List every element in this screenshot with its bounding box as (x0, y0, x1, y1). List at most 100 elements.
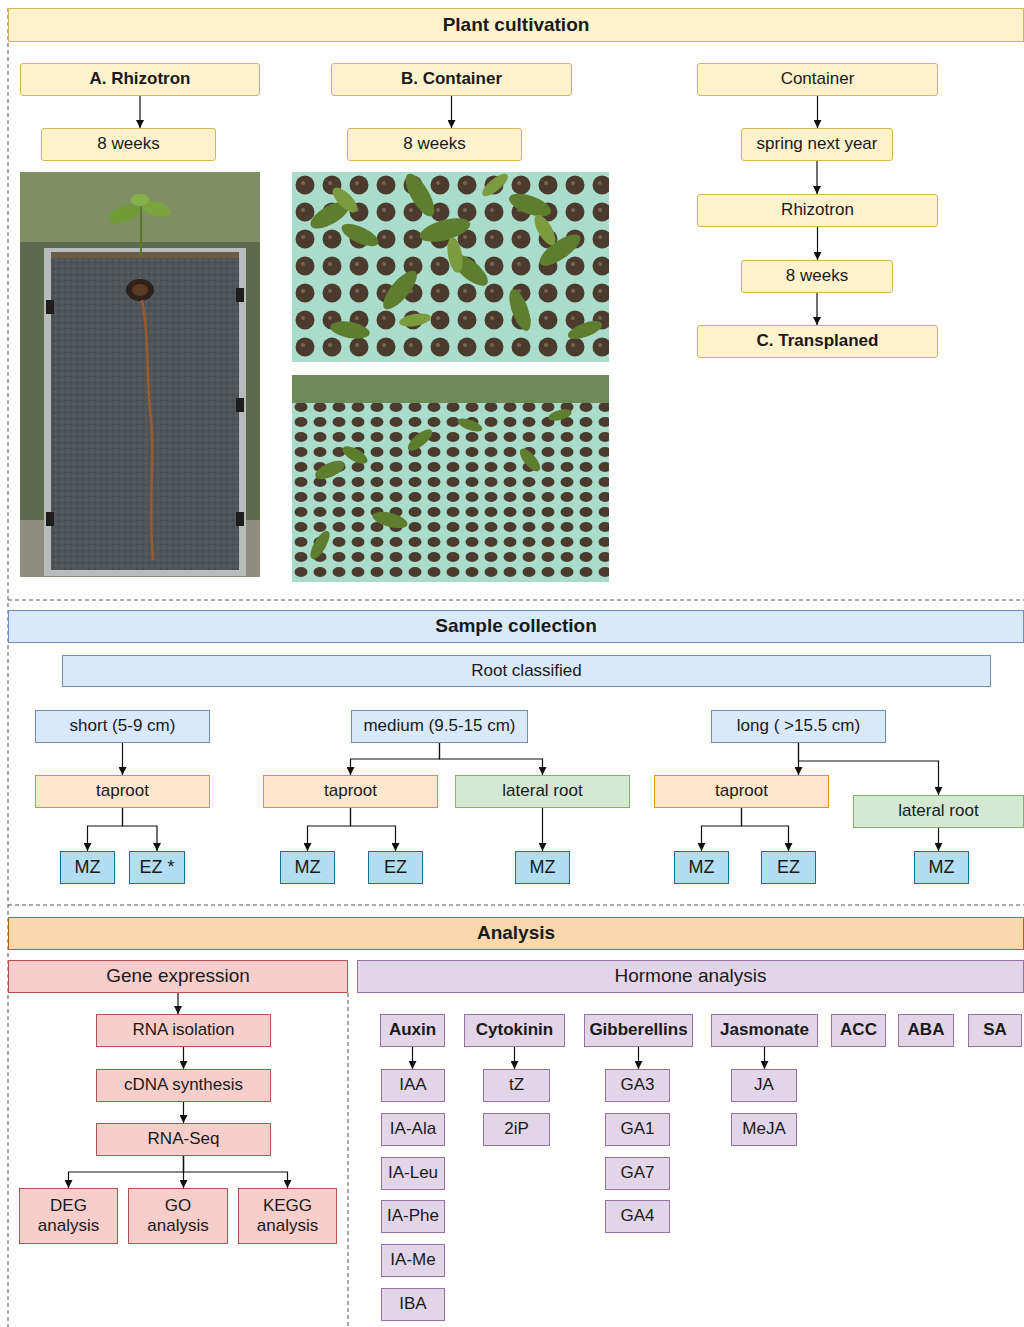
clamp (236, 512, 244, 526)
arrow-connector (177, 993, 178, 1014)
arrow-connector (742, 808, 789, 851)
class-box: medium (9.5-15 cm) (351, 710, 528, 743)
grass-background (292, 375, 609, 403)
box-label: lateral root (898, 801, 978, 821)
hormone-box: IA-Ala (381, 1113, 445, 1146)
box-label: taproot (324, 781, 377, 801)
leaf (131, 194, 149, 206)
box-label: lateral root (502, 781, 582, 801)
hormone-box: GA7 (605, 1157, 670, 1190)
box-label: Hormone analysis (614, 965, 766, 988)
box-label: 2iP (504, 1119, 529, 1139)
box-label: GA3 (620, 1075, 654, 1095)
section-border (8, 905, 1024, 906)
root-box: taproot (654, 775, 829, 808)
box-label: Gibberellins (589, 1020, 687, 1040)
box-label: tZ (509, 1075, 524, 1095)
hormone-box: IBA (381, 1288, 445, 1321)
box-label: EZ * (139, 857, 174, 879)
panel-header: Hormone analysis (357, 960, 1024, 993)
box-label: cDNA synthesis (124, 1075, 243, 1095)
hormone-class: Cytokinin (464, 1014, 565, 1047)
seedling-leaves (306, 170, 604, 343)
hormone-class: Jasmonate (711, 1014, 818, 1047)
leaf (445, 236, 465, 274)
box-label: ABA (908, 1020, 945, 1040)
box-label: Plant cultivation (443, 14, 590, 37)
leaf (516, 445, 543, 474)
clamp (236, 288, 244, 302)
leaf (378, 266, 423, 314)
hormone-box: tZ (483, 1069, 550, 1102)
leaf (530, 212, 559, 248)
box-label: SA (983, 1020, 1007, 1040)
leaf (340, 443, 370, 467)
process-box: spring next year (741, 128, 893, 161)
container-field-photo (292, 375, 609, 582)
arrow-connector (139, 96, 140, 128)
leaf (456, 416, 484, 434)
tray-cells (292, 403, 609, 582)
acorn (132, 284, 148, 296)
zone-box: MZ (60, 851, 115, 884)
box-label: MZ (689, 857, 715, 879)
arrow-connector (69, 1156, 184, 1188)
box-label: IA-Me (390, 1250, 435, 1270)
arrow-connector (638, 1047, 639, 1069)
box-label: long ( >15.5 cm) (737, 716, 860, 736)
zone-box: EZ (368, 851, 423, 884)
process-box: Container (697, 63, 938, 96)
process-box: cDNA synthesis (96, 1069, 271, 1102)
box-label: IA-Ala (390, 1119, 436, 1139)
arrow-connector (123, 808, 158, 851)
box-label: taproot (96, 781, 149, 801)
box-label: MeJA (742, 1119, 785, 1139)
hormone-box: GA1 (605, 1113, 670, 1146)
acorn (126, 279, 154, 301)
leaf (506, 189, 554, 221)
zone-box: MZ (280, 851, 335, 884)
box-label: A. Rhizotron (89, 69, 190, 89)
section-border (348, 993, 349, 1327)
leaf (307, 528, 333, 562)
box-label: RNA isolation (132, 1020, 234, 1040)
box-label: spring next year (757, 134, 878, 154)
hormone-box: IAA (381, 1069, 445, 1102)
rhizotron-frame (44, 248, 246, 576)
box-label: GA4 (620, 1206, 654, 1226)
zone-box: MZ (515, 851, 570, 884)
taproot-drawing (142, 300, 153, 560)
arrow-connector (816, 161, 817, 194)
process-box: RNA isolation (96, 1014, 271, 1047)
process-box: 8 weeks (347, 128, 522, 161)
leaf (338, 219, 381, 250)
box-label: MZ (75, 857, 101, 879)
arrow-connector (817, 227, 818, 260)
seedling-leaves (329, 170, 560, 329)
leaf (566, 317, 605, 342)
clamp (46, 300, 54, 314)
arrow-connector (351, 808, 396, 851)
box-label: Rhizotron (781, 200, 854, 220)
leaf (417, 214, 472, 247)
hormone-box: GA4 (605, 1200, 670, 1233)
leaf (547, 407, 573, 423)
box-label: IAA (399, 1075, 426, 1095)
box-label: 8 weeks (403, 134, 465, 154)
process-box: 8 weeks (41, 128, 216, 161)
hormone-box: IA-Me (381, 1244, 445, 1277)
leaf (505, 287, 535, 334)
box-label: taproot (715, 781, 768, 801)
process-box: A. Rhizotron (20, 63, 260, 96)
box-label: Analysis (477, 922, 555, 945)
arrow-connector (184, 1156, 288, 1188)
section-border (8, 600, 1024, 601)
root-box: taproot (35, 775, 210, 808)
clamp (46, 512, 54, 526)
box-label: DEG analysis (25, 1196, 112, 1237)
box-label: MZ (530, 857, 556, 879)
tray-cells (292, 172, 609, 362)
rhizotron-panel (51, 255, 239, 570)
section-header: Analysis (8, 917, 1024, 950)
